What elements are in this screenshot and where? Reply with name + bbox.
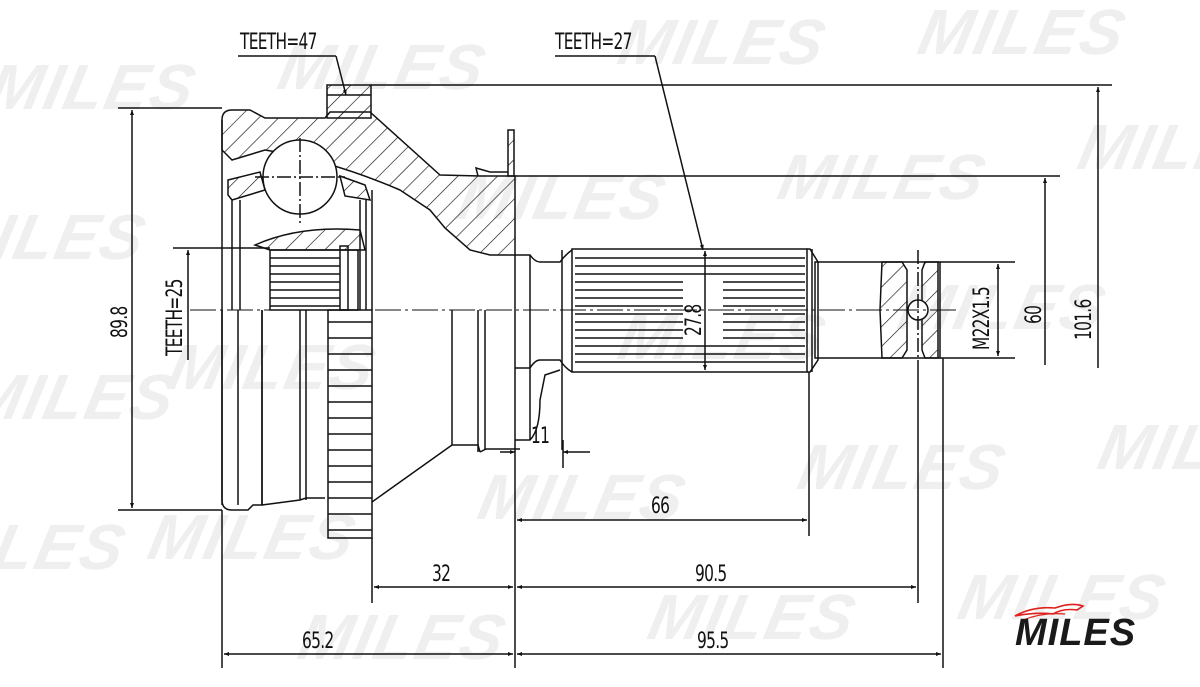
dim-abs-to-flange: 32 bbox=[432, 562, 451, 587]
teeth-25-label: TEETH=25 bbox=[163, 279, 188, 356]
dim-thread: M22X1.5 bbox=[970, 286, 995, 350]
dim-housing-diameter: 89.8 bbox=[108, 306, 133, 338]
dim-spline-diameter: 27.8 bbox=[682, 304, 707, 336]
brand-name: MILES bbox=[1015, 612, 1137, 654]
dim-flange-to-thread-end: 90.5 bbox=[695, 562, 727, 587]
dim-housing-to-flange: 65.2 bbox=[302, 629, 334, 654]
dim-abs-ring-diameter: 101.6 bbox=[1072, 299, 1097, 340]
dim-spline-length: 66 bbox=[651, 494, 670, 519]
inner-race bbox=[227, 171, 372, 251]
brand-logo: MILES bbox=[1005, 600, 1175, 660]
housing-lower bbox=[221, 310, 325, 511]
teeth-27-label: TEETH=27 bbox=[555, 30, 632, 55]
inner-spline bbox=[269, 245, 359, 311]
dim-flange-diameter: 60 bbox=[1022, 305, 1047, 324]
dim-flange-to-end: 95.5 bbox=[697, 629, 729, 654]
teeth-47-label: TEETH=47 bbox=[240, 30, 317, 55]
swoosh-icon bbox=[1014, 603, 1085, 621]
dim-shoulder-length: 11 bbox=[531, 424, 550, 449]
abs-ring bbox=[327, 309, 373, 539]
